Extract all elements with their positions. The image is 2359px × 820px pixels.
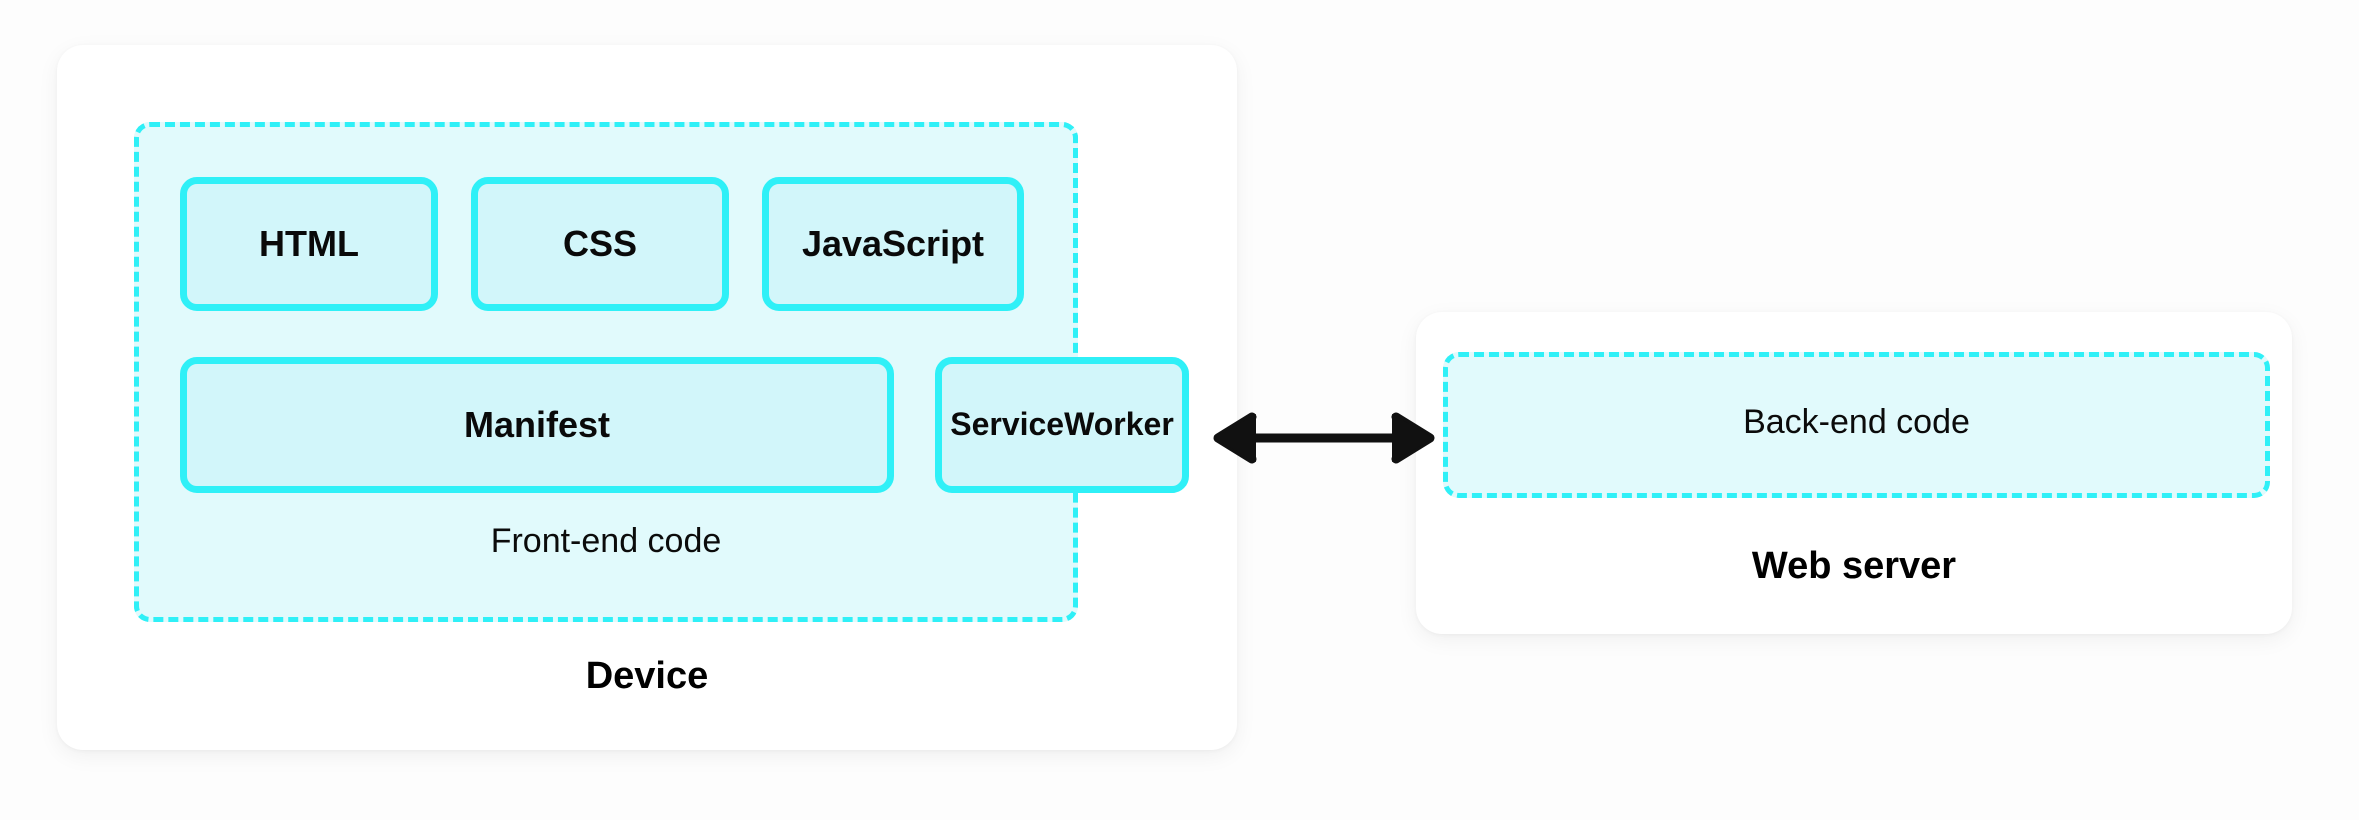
tile-javascript[interactable]: JavaScript [762, 177, 1024, 311]
tile-html[interactable]: HTML [180, 177, 438, 311]
backend-code-region [1443, 352, 2270, 498]
double-arrow-icon [1213, 412, 1435, 464]
tile-css[interactable]: CSS [471, 177, 729, 311]
tile-service-worker[interactable]: Service Worker [935, 357, 1189, 493]
backend-code-label: Back-end code [1743, 403, 1970, 441]
service-worker-line-1: Service [950, 406, 1065, 443]
tile-manifest[interactable]: Manifest [180, 357, 894, 493]
service-worker-line-2: Worker [1064, 406, 1174, 443]
web-server-label: Web server [1751, 545, 1957, 587]
frontend-code-label: Front-end code [490, 522, 722, 560]
device-label: Device [585, 655, 709, 697]
